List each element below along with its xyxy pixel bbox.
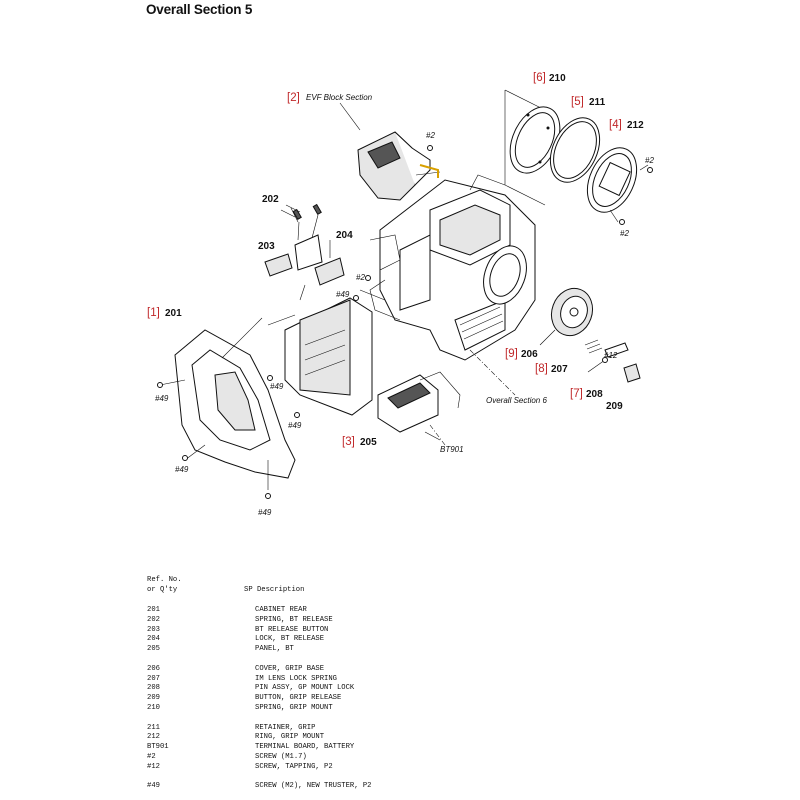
callout-ref-5: [5] [571, 96, 584, 108]
bt-release-spring-202 [280, 203, 322, 241]
callout-208: 208 [586, 389, 603, 400]
screw-label-2d: #2 [356, 273, 365, 282]
callout-205: 205 [360, 437, 377, 448]
callout-evf-block: EVF Block Section [306, 93, 373, 102]
callout-203: 203 [258, 241, 275, 252]
callout-ref-2: [2] [287, 92, 300, 104]
evf-block [339, 102, 441, 201]
bt-release-button-203 [264, 234, 323, 277]
callout-212: 212 [627, 120, 644, 131]
bt901-leader [429, 424, 446, 446]
section6-leader [469, 349, 516, 396]
callout-ref-1: [1] [147, 307, 160, 319]
lens-lock-spring-207 [584, 339, 603, 354]
callout-ref-9: [9] [505, 348, 518, 360]
bt-panel-205 [267, 297, 373, 416]
grip-base-cover-206 [539, 287, 594, 346]
grip-mount-lock-pin-208 [587, 342, 629, 373]
callout-ref-8: [8] [535, 363, 548, 375]
callout-202: 202 [262, 194, 279, 205]
screw-label-2a: #2 [426, 131, 435, 140]
callout-ref-6: [6] [533, 72, 546, 84]
screws [157, 145, 653, 499]
callout-bt901: BT901 [440, 445, 464, 454]
callout-209: 209 [606, 401, 623, 412]
callout-206: 206 [521, 349, 538, 360]
screw-label-49a: #49 [336, 290, 350, 299]
screw-label-49c: #49 [270, 382, 284, 391]
screw-label-49e: #49 [175, 465, 189, 474]
screw-label-49d: #49 [288, 421, 302, 430]
parts-header-ref-2: or Q'ty [147, 586, 178, 594]
bt-release-lock-204 [299, 240, 345, 301]
callout-210: 210 [549, 73, 566, 84]
grip-mount-ring-212 [586, 147, 649, 223]
callout-overall-section-6: Overall Section 6 [486, 396, 547, 405]
grip-retainer-211 [549, 117, 601, 183]
grip-release-button-209 [623, 363, 641, 383]
battery-terminal-board-bt901 [377, 371, 461, 441]
callout-ref-3: [3] [342, 436, 355, 448]
screw-label-49b: #49 [155, 394, 169, 403]
callout-204: 204 [336, 230, 353, 241]
screw-label-2c: #2 [620, 229, 629, 238]
callout-ref-7: [7] [570, 388, 583, 400]
grip-mount-spring-210 [504, 89, 561, 206]
exploded-view-diagram: [2] EVF Block Section [6] 210 [5] 211 [4… [147, 72, 654, 517]
main-chassis [359, 174, 536, 361]
callout-ref-4: [4] [609, 119, 622, 131]
callout-201: 201 [165, 308, 182, 319]
parts-header-desc: SP Description [244, 586, 305, 594]
screw-label-12: #12 [604, 351, 618, 360]
page-title: Overall Section 5 [146, 2, 253, 17]
parts-header-ref-1: Ref. No. [147, 576, 182, 584]
screw-label-49f: #49 [258, 508, 272, 517]
screw-label-2b: #2 [645, 156, 654, 165]
callout-211: 211 [589, 97, 606, 108]
callout-207: 207 [551, 364, 568, 375]
cabinet-rear-201 [159, 317, 296, 490]
